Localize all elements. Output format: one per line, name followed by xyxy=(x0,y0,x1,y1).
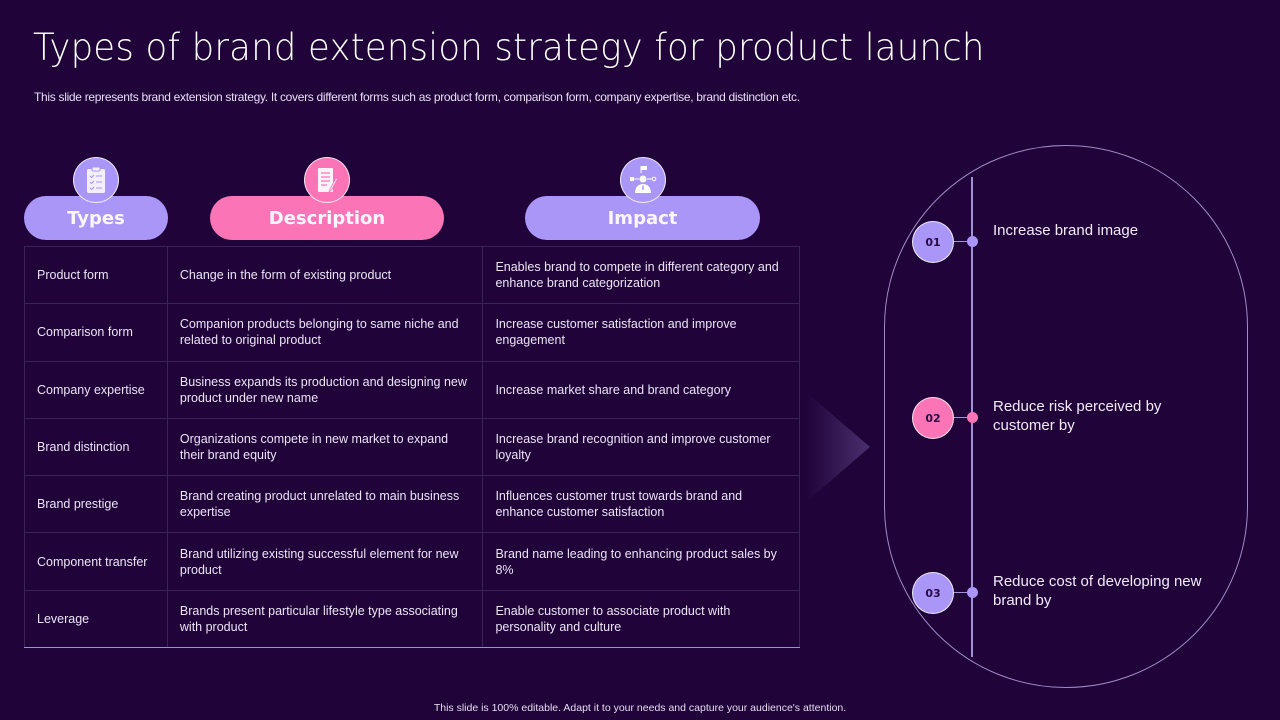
document-pen-icon xyxy=(304,157,350,203)
type-cell: Product form xyxy=(24,245,168,305)
table-row: Comparison form Companion products belon… xyxy=(24,303,800,362)
slide-footer: This slide is 100% editable. Adapt it to… xyxy=(433,702,847,714)
impact-cell: Enable customer to associate product wit… xyxy=(482,589,800,649)
clipboard-checklist-icon xyxy=(73,157,119,203)
step-number-badge: 03 xyxy=(912,572,954,614)
type-cell: Comparison form xyxy=(24,303,168,362)
description-cell: Business expands its production and desi… xyxy=(166,360,484,419)
step-dot xyxy=(967,412,978,423)
column-header-types: Types xyxy=(24,196,168,240)
description-cell: Brand creating product unrelated to main… xyxy=(166,475,484,534)
impact-cell: Increase market share and brand category xyxy=(482,360,800,419)
table-row: Brand distinction Organizations compete … xyxy=(24,417,800,477)
strategy-table: Product form Change in the form of exist… xyxy=(24,245,800,649)
step-text: Reduce cost of developing new brand by xyxy=(993,573,1202,609)
step-connector xyxy=(954,417,968,418)
type-cell: Component transfer xyxy=(24,532,168,591)
description-cell: Companion products belonging to same nic… xyxy=(166,303,484,362)
description-cell: Brand utilizing existing successful elem… xyxy=(166,532,484,591)
column-header-impact: Impact xyxy=(525,196,760,240)
step-text: Reduce risk perceived by customer by xyxy=(993,398,1162,434)
table-row: Leverage Brands present particular lifes… xyxy=(24,589,800,649)
arrow-right-icon xyxy=(806,392,870,502)
type-cell: Brand prestige xyxy=(24,475,168,534)
step-dot xyxy=(967,236,978,247)
description-cell: Organizations compete in new market to e… xyxy=(166,417,484,477)
type-cell: Company expertise xyxy=(24,360,168,419)
type-cell: Leverage xyxy=(24,589,168,649)
impact-cell: Increase brand recognition and improve c… xyxy=(482,417,800,477)
impact-cell: Increase customer satisfaction and impro… xyxy=(482,303,800,362)
timeline-oval xyxy=(884,145,1248,688)
description-cell: Brands present particular lifestyle type… xyxy=(166,589,484,649)
step-connector xyxy=(954,241,968,242)
table-row: Component transfer Brand utilizing exist… xyxy=(24,532,800,591)
step-connector xyxy=(954,592,968,593)
table-row: Product form Change in the form of exist… xyxy=(24,245,800,305)
impact-cell: Brand name leading to enhancing product … xyxy=(482,532,800,591)
impact-cell: Enables brand to compete in different ca… xyxy=(482,245,800,305)
description-cell: Change in the form of existing product xyxy=(166,245,484,305)
table-row: Brand prestige Brand creating product un… xyxy=(24,475,800,534)
type-cell: Brand distinction xyxy=(24,417,168,477)
step-dot xyxy=(967,587,978,598)
slide-title: Types of brand extension strategy for pr… xyxy=(33,26,985,69)
step-number-badge: 02 xyxy=(912,397,954,439)
step-text: Increase brand image xyxy=(993,222,1139,239)
slide-subtitle: This slide represents brand extension st… xyxy=(34,90,800,104)
column-header-description: Description xyxy=(210,196,444,240)
impact-cell: Influences customer trust towards brand … xyxy=(482,475,800,534)
step-number-badge: 01 xyxy=(912,221,954,263)
table-row: Company expertise Business expands its p… xyxy=(24,360,800,419)
businessman-network-icon xyxy=(620,157,666,203)
